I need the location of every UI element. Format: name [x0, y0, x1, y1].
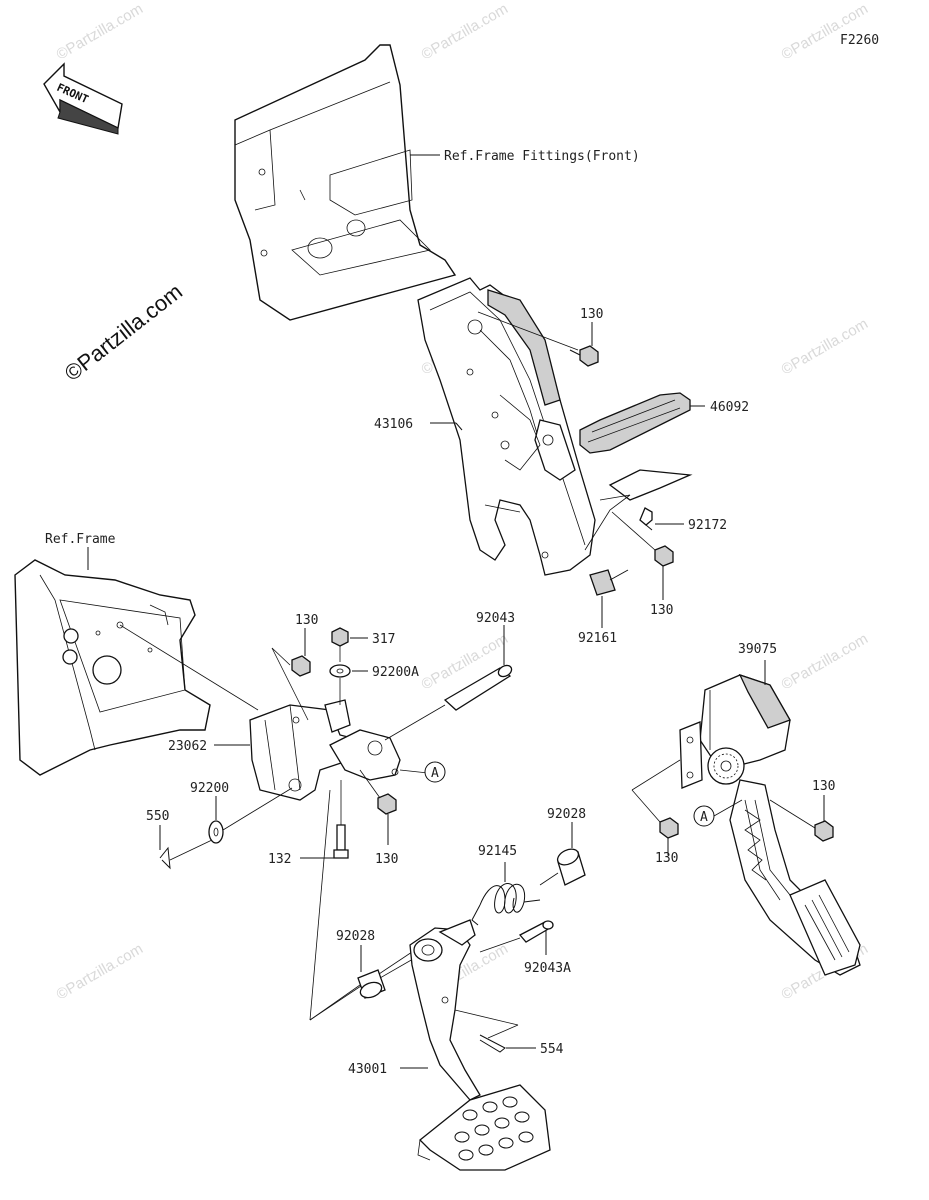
brake-pedal-43001 — [409, 919, 551, 1171]
leader-line — [119, 624, 259, 711]
pin-92043 — [443, 664, 513, 711]
bracket-arm — [329, 729, 401, 781]
bolt-130-right — [814, 820, 834, 842]
leader-line — [454, 1009, 519, 1026]
callout-317: 317 — [372, 632, 395, 647]
callout-92145: 92145 — [478, 844, 517, 859]
leader-line — [271, 647, 309, 721]
cable-bracket — [584, 469, 693, 551]
leader-line — [769, 799, 816, 829]
leader-line — [609, 569, 629, 581]
figure-code: F2260 — [840, 33, 879, 48]
leader-line — [169, 839, 213, 861]
leader-line — [384, 704, 446, 741]
pin-92043a — [518, 920, 554, 943]
callout-550: 550 — [146, 809, 169, 824]
callout-132: 132 — [268, 852, 291, 867]
callout-43106: 43106 — [374, 417, 413, 432]
callout-46092: 46092 — [710, 400, 749, 415]
callout-92172: 92172 — [688, 518, 727, 533]
leader-line — [359, 769, 381, 799]
watermark: ©Partzilla.com — [419, 0, 511, 63]
callout-39075: 39075 — [738, 642, 777, 657]
watermark: ©Partzilla.com — [779, 630, 871, 693]
cotter-pin-550 — [159, 846, 171, 870]
callout-130-top: 130 — [580, 307, 603, 322]
partzilla-watermark: ©Partzilla.com — [60, 279, 187, 386]
nut-317 — [331, 627, 349, 647]
washer-92200 — [208, 820, 224, 844]
leader-line — [631, 759, 681, 791]
callout-a-left: A — [431, 766, 439, 781]
lever-grip — [579, 392, 691, 454]
cotter-pin-554 — [479, 1034, 506, 1053]
leader-line — [477, 311, 579, 351]
leader-line — [309, 789, 331, 1021]
callout-92161: 92161 — [578, 631, 617, 646]
bushing-92028-top — [556, 848, 586, 886]
leader-line — [539, 872, 559, 886]
accelerator-pedal-39075 — [679, 673, 861, 976]
callout-92028-top: 92028 — [547, 807, 586, 822]
callout-92028-left: 92028 — [336, 929, 375, 944]
spring-92145 — [471, 883, 541, 926]
washer-92200a — [329, 664, 351, 678]
frame-fittings-front — [234, 44, 457, 321]
parking-brake-lever-assembly — [417, 277, 596, 576]
callout-130-low: 130 — [375, 852, 398, 867]
leader-line — [455, 422, 463, 431]
watermark: ©Partzilla.com — [54, 940, 146, 1003]
leader-line — [399, 769, 429, 774]
ref-frame-label: Ref.Frame — [45, 532, 116, 547]
callout-43001: 43001 — [348, 1062, 387, 1077]
screw-92172 — [639, 507, 653, 531]
callout-23062: 23062 — [168, 739, 207, 754]
leader-line — [309, 984, 361, 1021]
ref-frame-fittings-label: Ref.Frame Fittings(Front) — [444, 149, 640, 164]
callout-130-right-low: 130 — [655, 851, 678, 866]
callout-130-bracket: 130 — [295, 613, 318, 628]
bolt-132 — [333, 824, 349, 859]
leader-line — [479, 937, 521, 953]
callout-130-right: 130 — [812, 779, 835, 794]
bushing-92028-left — [357, 969, 386, 999]
leader-line — [271, 647, 291, 666]
front-arrow-icon: FRONT — [43, 62, 123, 135]
watermark: ©Partzilla.com — [779, 315, 871, 378]
leader-line — [222, 787, 293, 831]
frame-lower-left — [14, 559, 211, 776]
bolt-130-right-low — [659, 817, 679, 839]
leader-line — [611, 511, 656, 551]
callout-92200: 92200 — [190, 781, 229, 796]
bolt-130-bracket — [291, 655, 311, 677]
callout-a-right: A — [700, 810, 708, 825]
bolt-130-mid — [654, 545, 674, 567]
callout-554: 554 — [540, 1042, 564, 1057]
bolt-130-top — [569, 345, 599, 367]
pad-92161 — [589, 569, 616, 596]
leader-line — [487, 1024, 519, 1039]
leader-line — [713, 799, 743, 817]
callout-92043: 92043 — [476, 611, 515, 626]
pedal-bracket-23062 — [249, 699, 361, 801]
reference-a-marker — [424, 761, 446, 783]
leader-line — [631, 789, 661, 823]
watermark: ©Partzilla.com — [54, 0, 146, 63]
callout-92200a: 92200A — [372, 665, 419, 680]
callout-130-mid: 130 — [650, 603, 673, 618]
bolt-130-lower — [377, 793, 397, 815]
watermark: ©Partzilla.com — [779, 0, 871, 63]
callout-92043a: 92043A — [524, 961, 571, 976]
